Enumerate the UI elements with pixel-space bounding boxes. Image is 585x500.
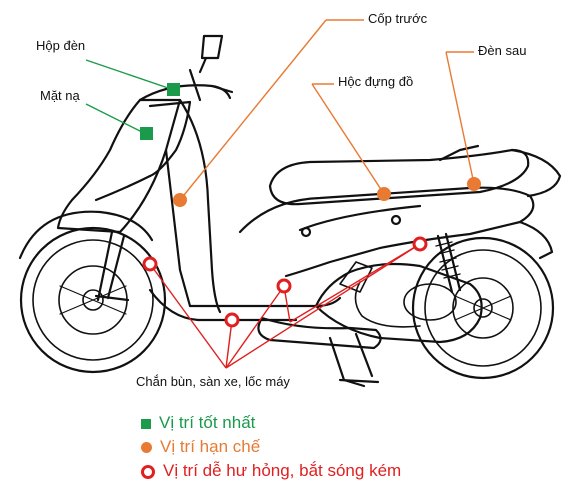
center-stand [328, 332, 374, 388]
legend-best-text: Vị trí tốt nhất [159, 413, 256, 432]
label-chan-bun: Chắn bùn, sàn xe, lốc máy [136, 374, 290, 389]
marker-best-hop-den [167, 83, 180, 96]
leader-hoc-dung-do [311, 83, 385, 195]
leader-hop-den [85, 59, 175, 91]
scooter-drawing [18, 34, 562, 388]
tail-light [510, 148, 562, 198]
leg-shield [178, 98, 222, 314]
marker-limited-den-sau [467, 177, 481, 191]
legend-limited-text: Vị trí hạn chế [160, 437, 261, 456]
legend-limited: Vị trí hạn chế [141, 437, 260, 457]
markers [140, 83, 481, 328]
label-den-sau: Đèn sau [478, 43, 527, 58]
leader-cop-truoc [179, 19, 327, 201]
legend-square-icon [141, 418, 151, 429]
rear-wheel [411, 236, 555, 380]
legend-dot-icon [141, 442, 152, 454]
legend-weak-text: Vị trí dễ hư hỏng, bắt sóng kém [163, 461, 402, 480]
leader-den-sau [445, 51, 475, 185]
legend-ring-icon [141, 464, 155, 479]
marker-limited-cop-truoc [173, 193, 187, 207]
front-wheel [19, 226, 167, 374]
front-fork [94, 230, 130, 302]
marker-weak-engine [412, 236, 428, 252]
handlebar [138, 34, 234, 102]
front-cowl [56, 98, 182, 234]
seat [268, 148, 530, 206]
marker-weak-fender [142, 256, 158, 272]
legend-best: Vị trí tốt nhất [141, 413, 255, 433]
marker-best-mat-na [140, 127, 153, 140]
marker-limited-hoc-dung-do [377, 187, 391, 201]
label-cop-truoc: Cốp trước [368, 11, 428, 26]
leader-lines [85, 19, 475, 369]
body-panel [238, 186, 535, 278]
rear-fender [518, 220, 554, 260]
exhaust [257, 316, 382, 350]
label-hoc-dung-do: Hộc đựng đồ [338, 74, 414, 89]
marker-weak-side [276, 278, 292, 294]
label-hop-den: Hộp đèn [36, 38, 86, 53]
leader-chan-bun [149, 243, 421, 369]
marker-weak-floor [224, 312, 240, 328]
engine-block [314, 262, 483, 344]
label-mat-na: Mặt nạ [40, 88, 80, 103]
legend-weak: Vị trí dễ hư hỏng, bắt sóng kém [141, 461, 401, 481]
leader-mat-na [85, 103, 147, 135]
front-fender [18, 210, 154, 260]
